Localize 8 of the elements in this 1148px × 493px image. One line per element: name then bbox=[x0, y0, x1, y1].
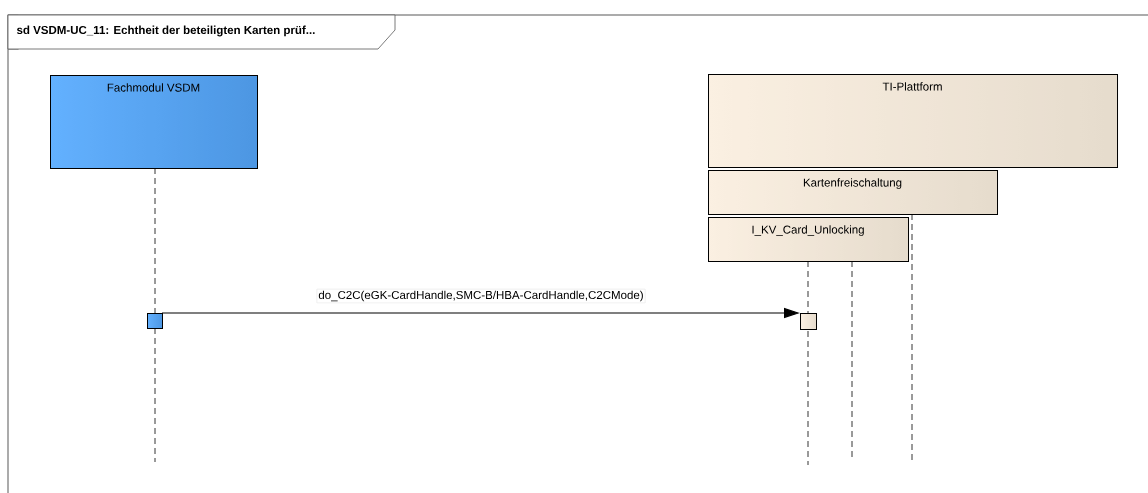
participant-box: TI-Plattform bbox=[708, 74, 1118, 168]
participant-box: I_KV_Card_Unlocking bbox=[708, 217, 909, 262]
activation-box bbox=[147, 313, 163, 329]
activation-box bbox=[800, 313, 817, 330]
participant-box: Fachmodul VSDM bbox=[50, 75, 258, 169]
frame-title: sd VSDM-UC_11: Echtheit der beteiligten Karten prüf... bbox=[7, 14, 396, 50]
participant-box: Kartenfreischaltung bbox=[708, 170, 998, 215]
message-label: do_C2C(eGK-CardHandle,SMC-B/HBA-CardHandle,C2CMode) bbox=[318, 290, 643, 302]
